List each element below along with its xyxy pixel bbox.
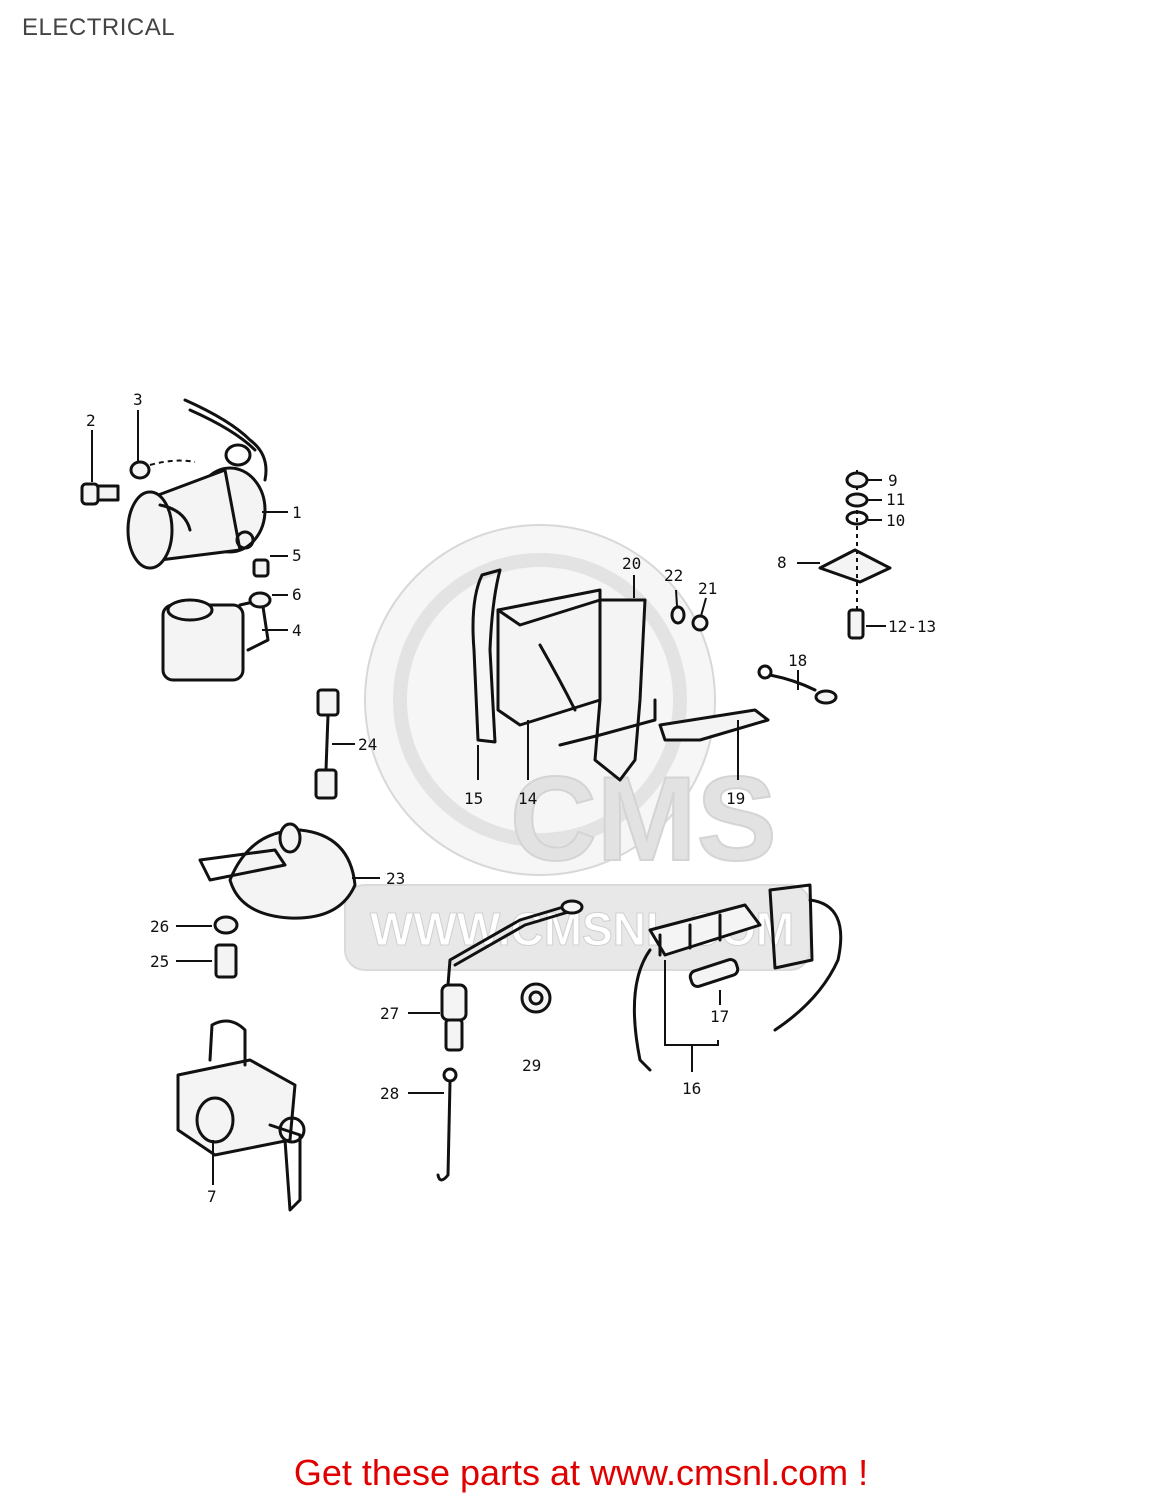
washer-22-drawing [670,589,686,625]
watermark-inner-ring [393,553,687,847]
callout-4: 4 [292,621,302,640]
nut-3-drawing [129,410,196,480]
callout-28: 28 [380,1084,399,1103]
pin-28-drawing [408,1067,458,1182]
callout-14: 14 [518,789,537,808]
grommet-29-drawing [520,982,552,1014]
callout-24: 24 [358,735,377,754]
callout-3: 3 [133,390,143,409]
callout-23: 23 [386,869,405,888]
battery-strap-15-drawing [471,568,502,780]
callout-15: 15 [464,789,483,808]
callout-9: 9 [888,471,898,490]
fuse-17-drawing [688,958,740,1005]
screw-5-drawing [252,555,288,578]
ignition-switch-drawing [126,398,288,570]
callout-2: 2 [86,411,96,430]
watermark-banner [344,884,810,971]
callout-27: 27 [380,1004,399,1023]
fuse-box-16-drawing [632,883,843,1072]
footer-promo: Get these parts at www.cmsnl.com ! [0,1452,1162,1494]
footer-prefix: Get these parts at [293,1452,591,1493]
rectifier-8-drawing [797,470,892,610]
coil-4-drawing [161,598,288,682]
lead-24-drawing [314,688,355,800]
screw-2-drawing [80,430,120,506]
switch-27-drawing [408,899,584,1052]
washer-6-drawing [248,591,288,609]
callout-11: 11 [886,490,905,509]
horn-23-drawing [198,822,380,920]
ground-lead-18-drawing [757,664,838,705]
bolt-25-drawing [176,943,238,979]
watermark-brand: CMS [510,752,777,886]
callout-22: 22 [664,566,683,585]
callout-10: 10 [886,511,905,530]
footer-suffix: ! [848,1452,869,1493]
callout-25: 25 [150,952,169,971]
battery-bracket-20-drawing [558,575,657,782]
callout-17: 17 [710,1007,729,1026]
nut-9-drawing [845,471,882,489]
washer-26-drawing [176,915,239,935]
bolt-21-drawing [691,597,709,632]
callout-16: 16 [682,1079,701,1098]
callout-29: 29 [522,1056,541,1075]
battery-cover-19-drawing [658,708,770,780]
page-title: ELECTRICAL [22,14,176,41]
callout-8: 8 [777,553,787,572]
washer-10-drawing [845,510,882,526]
callout-19: 19 [726,789,745,808]
callout-5: 5 [292,546,302,565]
callout-7: 7 [207,1187,217,1206]
callout-21: 21 [698,579,717,598]
battery-14-drawing [496,588,602,780]
callout-1: 1 [292,503,302,522]
washer-11-drawing [845,492,882,508]
steering-lock-drawing [176,1019,306,1212]
callout-18: 18 [788,651,807,670]
callout-6: 6 [292,585,302,604]
callout-20: 20 [622,554,641,573]
callout-12-13: 12-13 [888,617,936,636]
bolt-12-13-drawing [847,608,886,640]
callout-26: 26 [150,917,169,936]
footer-link[interactable]: www.cmsnl.com [590,1452,849,1493]
